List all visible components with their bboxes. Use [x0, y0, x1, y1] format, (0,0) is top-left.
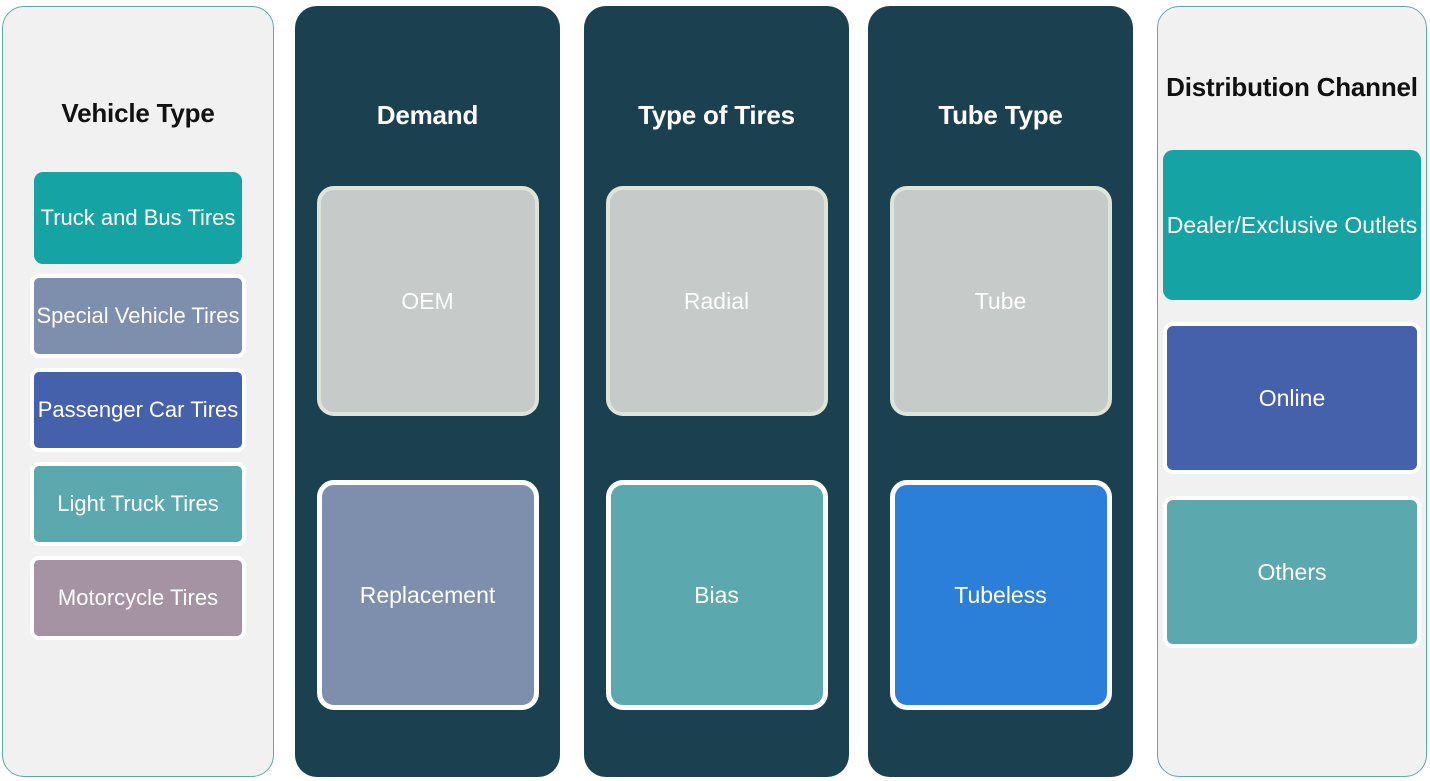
gutter-3 — [849, 0, 868, 781]
item-list-tube-type: Tube Tubeless — [868, 186, 1133, 711]
item-tubeless[interactable]: Tubeless — [889, 480, 1112, 711]
item-special-vehicle-tires[interactable]: Special Vehicle Tires — [30, 274, 246, 359]
item-tube[interactable]: Tube — [889, 186, 1112, 417]
item-list-demand: OEM Replacement — [295, 186, 560, 711]
column-title-distribution-channel: Distribution Channel — [1166, 72, 1418, 102]
item-online[interactable]: Online — [1163, 322, 1421, 475]
column-tube-type: Tube Type Tube Tubeless — [868, 6, 1133, 777]
gutter-4 — [1133, 0, 1157, 781]
column-type-of-tires: Type of Tires Radial Bias — [584, 6, 849, 777]
column-title-tube-type: Tube Type — [938, 100, 1063, 130]
item-replacement[interactable]: Replacement — [316, 480, 539, 711]
item-list-type-of-tires: Radial Bias — [584, 186, 849, 711]
column-title-vehicle-type: Vehicle Type — [61, 98, 215, 128]
item-list-vehicle-type: Truck and Bus Tires Special Vehicle Tire… — [3, 172, 273, 641]
item-list-distribution-channel: Dealer/Exclusive Outlets Online Others — [1158, 150, 1426, 649]
item-radial[interactable]: Radial — [605, 186, 828, 417]
column-title-demand: Demand — [376, 100, 479, 130]
item-motorcycle-tires[interactable]: Motorcycle Tires — [30, 556, 246, 641]
item-light-truck-tires[interactable]: Light Truck Tires — [30, 462, 246, 547]
column-vehicle-type: Vehicle Type Truck and Bus Tires Special… — [2, 6, 274, 777]
column-title-type-of-tires: Type of Tires — [638, 100, 795, 130]
item-others[interactable]: Others — [1163, 496, 1421, 649]
column-demand: Demand OEM Replacement — [295, 6, 560, 777]
gutter-1 — [274, 0, 295, 781]
gutter-2 — [560, 0, 584, 781]
item-passenger-car-tires[interactable]: Passenger Car Tires — [30, 368, 246, 453]
item-truck-and-bus-tires[interactable]: Truck and Bus Tires — [34, 172, 242, 265]
item-bias[interactable]: Bias — [605, 480, 828, 711]
item-dealer-exclusive-outlets[interactable]: Dealer/Exclusive Outlets — [1163, 150, 1421, 301]
column-distribution-channel: Distribution Channel Dealer/Exclusive Ou… — [1157, 6, 1427, 777]
item-oem[interactable]: OEM — [316, 186, 539, 417]
